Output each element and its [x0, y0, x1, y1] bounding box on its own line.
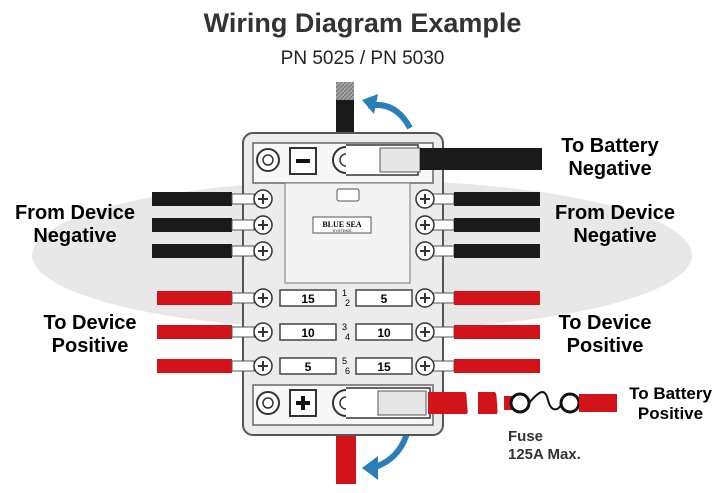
screw-icon — [253, 241, 273, 261]
fuse-element-icon — [528, 391, 563, 411]
fuse-rating: 15 — [301, 292, 315, 306]
bottom-positive-cable — [336, 432, 356, 484]
label-line: Positive — [566, 335, 644, 357]
right-positive-wires — [431, 291, 540, 373]
label-line: To Battery — [629, 384, 712, 403]
battery-positive-cable — [428, 388, 617, 417]
fuse-rating: 5 — [305, 360, 312, 374]
fuse-rating: 5 — [381, 292, 388, 306]
label-line: To Device — [558, 312, 652, 334]
circuit-number: 6 — [345, 366, 350, 376]
screw-icon — [415, 356, 435, 376]
fuse-rating: 15 — [377, 360, 391, 374]
screw-icon — [253, 288, 273, 308]
fuse-rating: 10 — [301, 326, 315, 340]
part-number-subtitle: PN 5025 / PN 5030 — [280, 48, 445, 69]
label-line: Fuse — [508, 428, 544, 445]
label-line: Positive — [51, 335, 129, 357]
screw-icon — [415, 322, 435, 342]
positive-terminal-screws — [253, 288, 435, 376]
label-line: Negative — [573, 225, 657, 247]
label-line: From Device — [14, 202, 136, 224]
left-negative-wires — [152, 192, 255, 258]
screw-icon — [253, 356, 273, 376]
screw-icon — [253, 322, 273, 342]
label-line: To Device — [43, 312, 137, 334]
label-line: From Device — [554, 202, 676, 224]
circuit-number: 2 — [345, 298, 350, 308]
circuit-number: 5 — [342, 356, 347, 366]
circuit-number: 3 — [342, 322, 347, 332]
screw-icon — [253, 215, 273, 235]
fuse-rating-note: Fuse 125A Max. — [508, 428, 581, 464]
battery-negative-cable — [420, 148, 542, 170]
from-device-negative-right-label: From Device Negative — [540, 202, 690, 248]
from-device-negative-left-label: From Device Negative — [0, 202, 150, 248]
arrow-up-icon — [362, 94, 413, 130]
right-negative-wires — [431, 192, 540, 258]
screw-icon — [415, 189, 435, 209]
screw-icon — [253, 189, 273, 209]
screw-icon — [415, 288, 435, 308]
diagram-title: Wiring Diagram Example — [203, 8, 522, 38]
label-line: 125A Max. — [508, 446, 581, 463]
to-device-positive-right-label: To Device Positive — [530, 312, 680, 358]
to-battery-positive-label: To Battery Positive — [618, 384, 723, 424]
label-line: Negative — [568, 158, 652, 180]
arrow-down-icon — [362, 429, 411, 480]
label-line: Positive — [637, 404, 704, 423]
left-positive-wires — [157, 291, 255, 373]
fuse-slots: 15 5 10 10 5 15 1 2 3 4 5 6 — [279, 288, 413, 376]
negative-terminal-screws — [253, 189, 435, 261]
label-line: To Battery — [561, 135, 659, 157]
fuse-holder-icon — [509, 392, 531, 414]
positive-bus-stud — [256, 387, 431, 419]
circuit-number: 4 — [345, 332, 350, 342]
negative-bus-stud — [256, 144, 421, 176]
to-battery-negative-label: To Battery Negative — [540, 135, 680, 181]
screw-icon — [415, 241, 435, 261]
top-negative-cable — [336, 82, 354, 142]
brand-subtext: SYSTEMS — [332, 228, 351, 233]
fuse-rating: 10 — [377, 326, 391, 340]
circuit-number: 1 — [342, 288, 347, 298]
to-device-positive-left-label: To Device Positive — [15, 312, 165, 358]
screw-icon — [415, 215, 435, 235]
label-line: Negative — [33, 225, 117, 247]
brand-name: BLUE SEA — [322, 220, 362, 229]
